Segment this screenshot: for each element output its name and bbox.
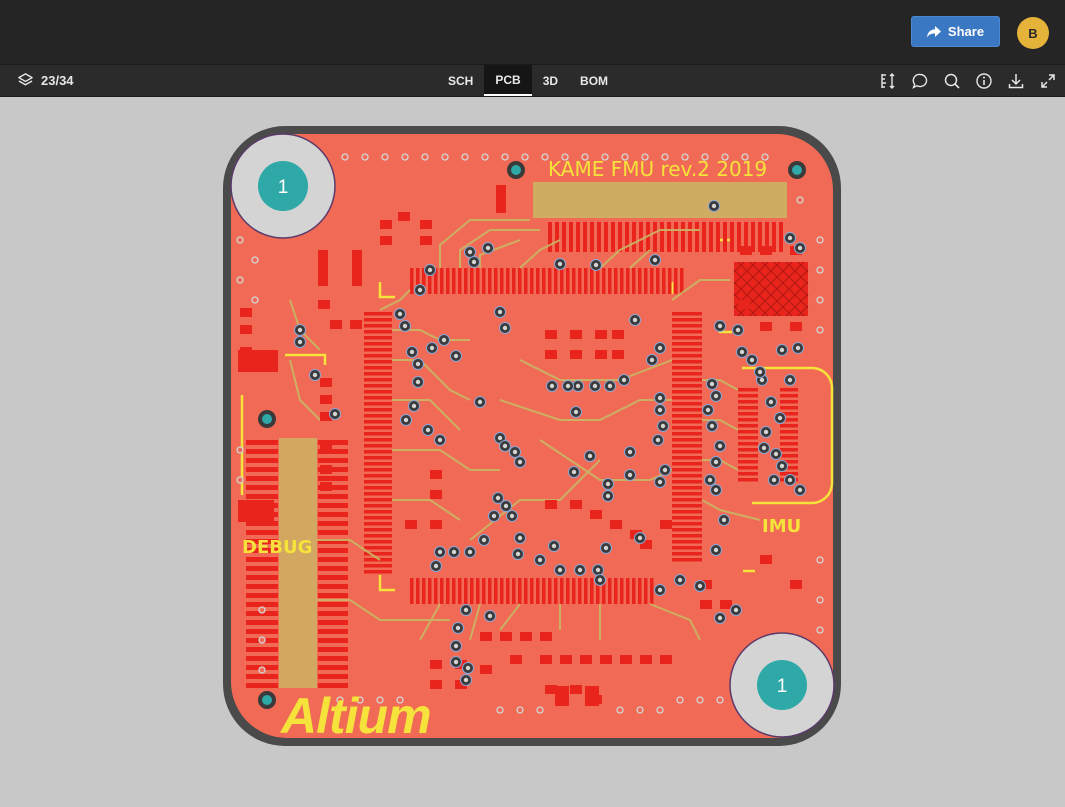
imu-label: IMU [762,516,801,537]
tab-3d[interactable]: 3D [542,73,559,88]
comment-icon[interactable] [910,71,929,90]
copper-pour-top [533,182,787,218]
board-title: KAME FMU rev.2 2019 [548,157,767,181]
top-bar: Share B [0,0,1065,65]
mount-hole-label: 1 [777,676,788,697]
view-tabs: SCH PCB 3D BOM [437,65,619,96]
measure-icon[interactable] [878,71,897,90]
ic-pins [364,222,798,604]
info-icon[interactable] [974,71,993,90]
tab-bom[interactable]: BOM [580,73,609,88]
pcb-viewer[interactable]: 1 1 KAME FMU rev.2 2019 DEBUG IMU Altium [0,97,1065,807]
mount-hole-label: 1 [278,177,289,198]
hatch-lines [733,261,809,317]
debug-connector [279,438,317,688]
tab-sch[interactable]: SCH [448,73,474,88]
fullscreen-icon[interactable] [1038,71,1057,90]
tab-pcb[interactable]: PCB [484,65,532,96]
mount-hole-top-left: 1 [230,133,336,239]
tool-icons [878,71,1057,90]
viewer-toolbar: 23/34 SCH PCB 3D BOM [0,65,1065,97]
layers-button[interactable]: 23/34 [17,72,74,89]
altium-logo: Altium [279,688,431,744]
vias [236,153,824,714]
smd-pads [238,185,802,706]
mount-hole-bottom-right: 1 [729,632,835,738]
share-arrow-icon [926,25,941,37]
share-button[interactable]: Share [911,16,1000,47]
search-icon[interactable] [942,71,961,90]
user-avatar[interactable]: B [1017,17,1049,49]
layers-icon [18,73,33,86]
pcb-canvas[interactable]: 1 1 KAME FMU rev.2 2019 DEBUG IMU Altium [0,97,1065,807]
page-counter: 23/34 [41,73,74,88]
share-label: Share [947,24,985,39]
download-icon[interactable] [1006,71,1025,90]
debug-label: DEBUG [242,537,312,558]
